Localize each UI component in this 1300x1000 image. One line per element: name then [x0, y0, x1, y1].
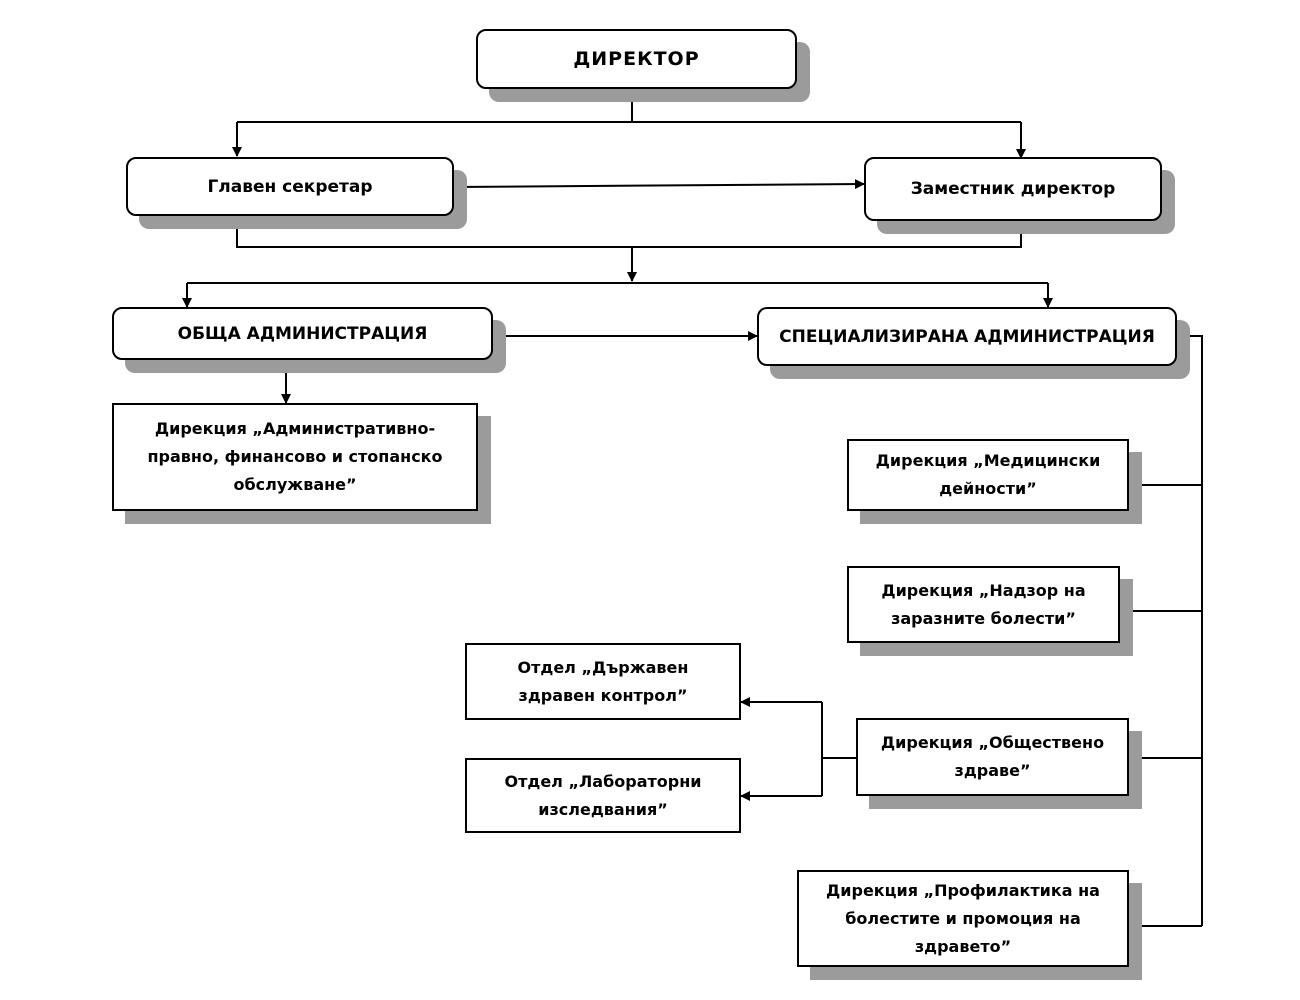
general-admin-label: ОБЩА АДМИНИСТРАЦИЯ	[177, 323, 428, 344]
dept-state-control-box: Отдел „Държавен здравен контрол”	[465, 643, 741, 720]
director-label: ДИРЕКТОР	[573, 48, 700, 70]
dir-infectious-box: Дирекция „Надзор на заразните болести”	[847, 566, 1120, 643]
chief-secretary-box: Главен секретар	[126, 157, 454, 216]
dir-medical-box: Дирекция „Медицински дейности”	[847, 439, 1129, 511]
dir-public-health-box: Дирекция „Обществено здраве”	[856, 718, 1129, 796]
dir-infectious-label: Дирекция „Надзор на заразните болести”	[881, 580, 1086, 628]
dir-admin-legal-label: Дирекция „Административно-правно, финанс…	[147, 419, 443, 494]
dir-admin-legal-box: Дирекция „Административно-правно, финанс…	[112, 403, 478, 511]
dept-lab-label: Отдел „Лабораторни изследвания”	[504, 771, 702, 819]
general-admin-box: ОБЩА АДМИНИСТРАЦИЯ	[112, 307, 493, 360]
dir-prevention-box: Дирекция „Профилактика на болестите и пр…	[797, 870, 1129, 967]
dir-medical-label: Дирекция „Медицински дейности”	[875, 451, 1101, 498]
chief-secretary-label: Главен секретар	[207, 176, 373, 197]
specialized-admin-label: СПЕЦИАЛИЗИРАНА АДМИНИСТРАЦИЯ	[779, 326, 1155, 347]
dept-lab-box: Отдел „Лабораторни изследвания”	[465, 758, 741, 833]
dir-prevention-label: Дирекция „Профилактика на болестите и пр…	[826, 880, 1100, 956]
specialized-admin-box: СПЕЦИАЛИЗИРАНА АДМИНИСТРАЦИЯ	[757, 307, 1177, 366]
deputy-director-label: Заместник директор	[910, 179, 1116, 199]
dept-state-control-label: Отдел „Държавен здравен контрол”	[517, 657, 689, 705]
arrow-secretary-deputy	[444, 179, 865, 193]
line-specialized-trunk	[1176, 335, 1203, 926]
dir-public-health-label: Дирекция „Обществено здраве”	[880, 733, 1105, 780]
director-box: ДИРЕКТОР	[476, 29, 797, 89]
deputy-director-box: Заместник директор	[864, 157, 1162, 221]
